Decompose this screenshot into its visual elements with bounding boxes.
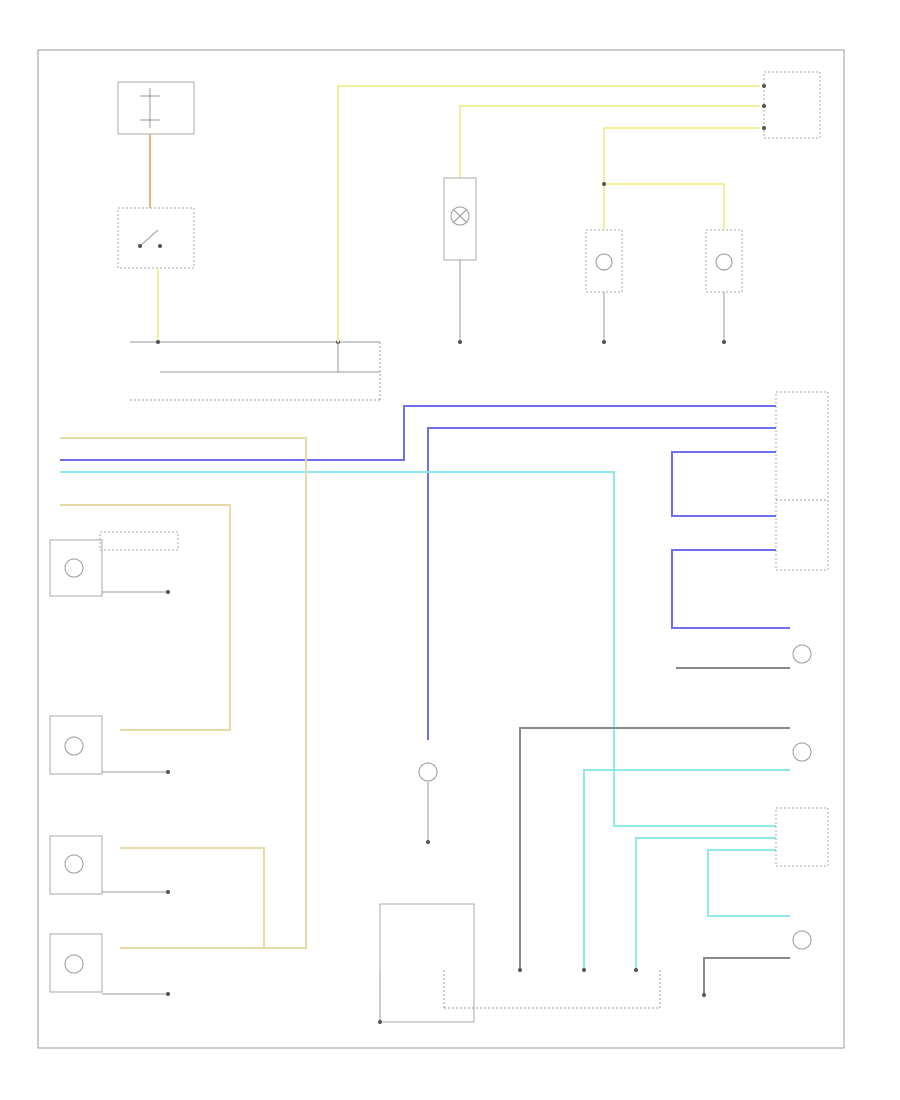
wire-cyan-2 xyxy=(583,769,790,970)
fuse-terminals xyxy=(140,95,160,121)
wire-tan-2 xyxy=(60,504,231,731)
switch-contact xyxy=(139,229,159,247)
right-lamp-1 xyxy=(792,644,812,664)
switch-pivot xyxy=(138,244,142,248)
left-lamp-3-ground xyxy=(166,890,170,894)
wire-cyan-4 xyxy=(707,849,790,917)
connector-right-upper xyxy=(775,391,829,571)
pin-1 xyxy=(762,84,766,88)
wire-blue-2 xyxy=(427,427,776,740)
switch-terminal xyxy=(158,244,162,248)
fuse-box-top-left xyxy=(117,81,195,135)
wire-tan-main xyxy=(60,437,307,949)
wire-tan-3 xyxy=(120,847,265,948)
left-lamp-4-box xyxy=(49,933,103,993)
wire-gray-2 xyxy=(519,727,790,970)
wire-cyan-3 xyxy=(635,837,776,970)
left-lamp xyxy=(595,253,613,271)
wire-blue-4 xyxy=(671,549,790,629)
pin-2 xyxy=(762,104,766,108)
left-lamp-3-box xyxy=(49,835,103,895)
wire-yellow-lamp-feed-2 xyxy=(603,127,760,186)
left-lamp-4 xyxy=(64,954,84,974)
bottom-pin-1 xyxy=(582,968,586,972)
wire-yellow-main xyxy=(337,85,760,342)
right-lamp xyxy=(715,253,733,271)
center-lamp-filament xyxy=(453,209,467,223)
wire-blue-1 xyxy=(60,405,776,461)
left-lamp-2-box xyxy=(49,715,103,775)
diagram-frame xyxy=(37,49,845,1049)
bottom-pin-2 xyxy=(634,968,638,972)
switch-box xyxy=(117,207,195,269)
center-lamp-ground xyxy=(458,340,462,344)
left-lamp-1-box xyxy=(49,539,103,597)
splice-point-1 xyxy=(156,340,160,344)
splice-point-3 xyxy=(602,182,606,186)
left-lamp-1-connector xyxy=(99,531,179,551)
wire-yellow-right-lamp xyxy=(604,183,725,230)
center-lower-lamp-ground xyxy=(426,840,430,844)
wire-gray-3 xyxy=(703,957,790,995)
center-lower-lamp xyxy=(418,762,438,782)
ground-right xyxy=(702,993,706,997)
wire-yellow-lamp-feed xyxy=(459,105,760,178)
left-lamp-2-ground xyxy=(166,770,170,774)
right-lamp-3 xyxy=(792,930,812,950)
connector-right-lower xyxy=(775,807,829,867)
left-lamp-2 xyxy=(64,736,84,756)
left-lamp-1 xyxy=(64,558,84,578)
left-lamp-4-ground xyxy=(166,992,170,996)
right-lamp-2 xyxy=(792,742,812,762)
bottom-pin-3 xyxy=(518,968,522,972)
right-lamp-ground xyxy=(722,340,726,344)
bottom-module-ground xyxy=(378,1020,382,1024)
left-lamp-ground xyxy=(602,340,606,344)
left-lamp-1-ground xyxy=(166,590,170,594)
bottom-module-left xyxy=(379,903,475,1023)
pin-3 xyxy=(762,126,766,130)
wire-cyan-main xyxy=(60,471,776,827)
wire-blue-3 xyxy=(671,451,776,517)
bottom-module-bus xyxy=(444,970,661,1009)
left-lamp-3 xyxy=(64,854,84,874)
connector-top-right xyxy=(763,71,821,139)
